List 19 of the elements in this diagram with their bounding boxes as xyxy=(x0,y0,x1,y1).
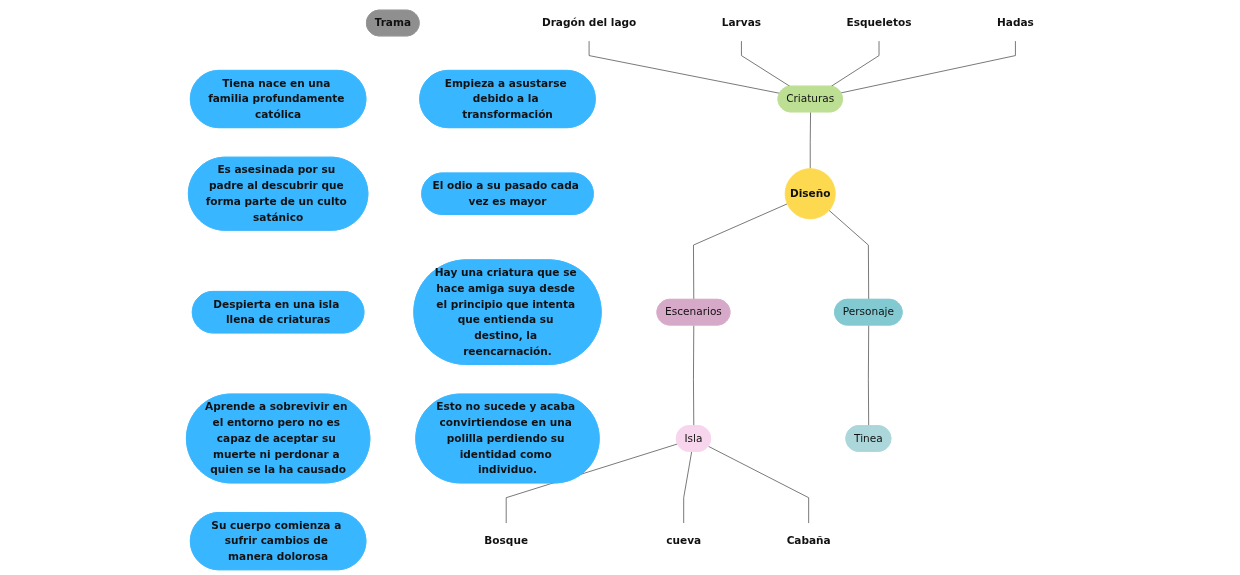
connector xyxy=(828,210,870,301)
node-text: Dragón del lago xyxy=(541,16,637,29)
node-circle: Diseño xyxy=(784,168,836,220)
connector xyxy=(830,40,880,87)
connector xyxy=(741,40,791,87)
node-text: Bosque xyxy=(484,534,529,548)
connector xyxy=(683,451,693,524)
node-text: Hadas xyxy=(997,16,1034,29)
node-text: Esqueletos xyxy=(846,16,912,29)
connector xyxy=(708,445,810,524)
connector xyxy=(693,324,695,427)
connector xyxy=(809,111,811,169)
node-text: Larvas xyxy=(721,16,762,29)
node-text: Cabaña xyxy=(786,534,831,548)
node-text: cueva xyxy=(666,534,702,548)
connector xyxy=(867,324,870,427)
connector xyxy=(588,40,781,94)
connector xyxy=(693,203,788,301)
connector xyxy=(840,40,1016,94)
